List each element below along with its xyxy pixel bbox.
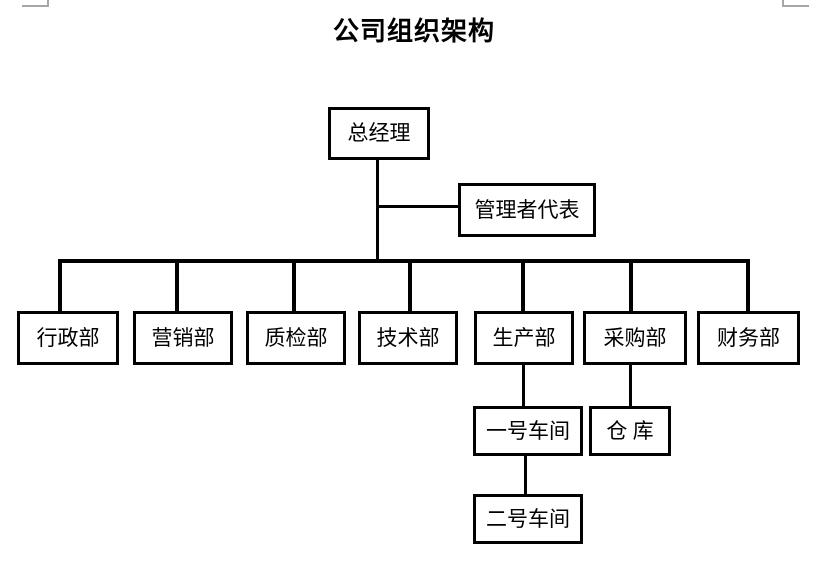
page-boundary-mark-top-right-h	[782, 5, 809, 7]
connector-root-trunk	[376, 159, 379, 261]
node-admin-dept: 行政部	[17, 311, 119, 365]
node-workshop-1-label: 一号车间	[486, 418, 570, 443]
connector-assistant-branch	[376, 205, 458, 208]
connector-main-horizontal	[58, 259, 750, 263]
node-workshop-2-label: 二号车间	[486, 506, 570, 531]
node-production-dept: 生产部	[474, 311, 574, 365]
node-finance-dept: 财务部	[697, 311, 800, 365]
node-warehouse-label: 仓 库	[606, 418, 654, 443]
connector-drop-finance	[746, 261, 750, 312]
node-finance-dept-label: 财务部	[717, 325, 780, 350]
connector-drop-marketing	[175, 261, 179, 312]
page-title: 公司组织架构	[332, 17, 495, 46]
node-purchasing-dept-label: 采购部	[603, 325, 667, 350]
page-boundary-mark-top-left-h	[22, 5, 49, 7]
node-quality-dept-label: 质检部	[264, 325, 328, 350]
connector-drop-admin	[58, 261, 62, 312]
node-technology-dept-label: 技术部	[376, 325, 440, 350]
node-management-representative: 管理者代表	[458, 183, 596, 237]
node-production-dept-label: 生产部	[492, 325, 556, 350]
node-general-manager: 总经理	[328, 107, 430, 160]
connector-drop-purchasing	[629, 261, 633, 312]
connector-production-workshop1	[522, 364, 525, 406]
node-admin-dept-label: 行政部	[36, 325, 100, 350]
connector-purchasing-warehouse	[629, 364, 632, 406]
page-boundary-mark-top-right-v	[782, 0, 784, 7]
node-general-manager-label: 总经理	[347, 121, 411, 145]
node-technology-dept: 技术部	[358, 311, 458, 365]
node-purchasing-dept: 采购部	[583, 311, 687, 365]
node-quality-dept: 质检部	[246, 311, 346, 365]
connector-drop-quality	[292, 261, 296, 312]
node-marketing-dept: 营销部	[133, 311, 233, 365]
node-workshop-2: 二号车间	[473, 494, 583, 544]
connector-drop-production	[521, 261, 525, 312]
node-warehouse: 仓 库	[589, 406, 671, 456]
node-management-representative-label: 管理者代表	[474, 197, 580, 222]
node-marketing-dept-label: 营销部	[151, 325, 215, 350]
connector-workshop1-workshop2	[524, 454, 527, 495]
page-boundary-mark-top-left-v	[47, 0, 49, 7]
node-workshop-1: 一号车间	[473, 406, 583, 456]
connector-drop-technology	[408, 261, 412, 312]
